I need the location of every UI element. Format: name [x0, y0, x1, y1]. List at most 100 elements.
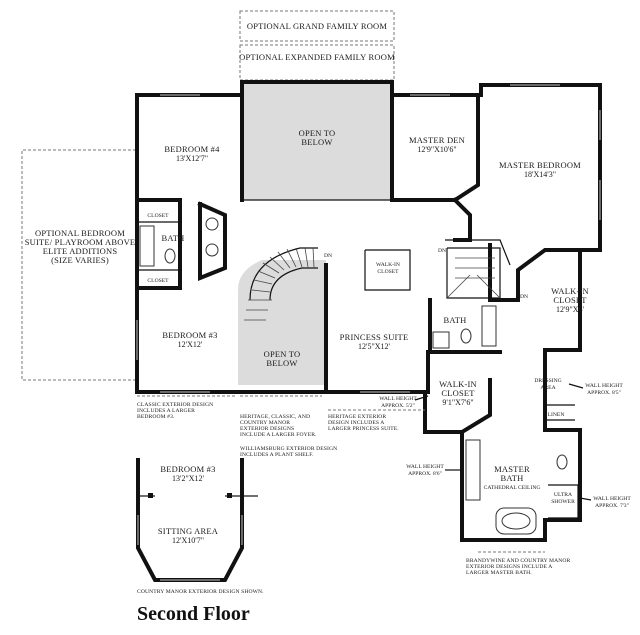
svg-text:ELITE ADDITIONS: ELITE ADDITIONS	[43, 246, 118, 256]
svg-text:AREA: AREA	[540, 385, 555, 391]
svg-text:INCLUDE A LARGER FOYER.: INCLUDE A LARGER FOYER.	[240, 432, 317, 438]
room-label-master-den: MASTER DEN 12'9"X10'6"	[409, 135, 465, 154]
svg-text:OPTIONAL EXPANDED FAMILY ROOM: OPTIONAL EXPANDED FAMILY ROOM	[239, 52, 395, 62]
room-label-walk-in-closet-master: WALK-IN CLOSET 12'9"X6'	[551, 286, 589, 314]
note-williamsburg: WILLIAMSBURG EXTERIOR DESIGN INCLUDES A …	[240, 446, 337, 458]
svg-text:OPTIONAL GRAND FAMILY ROOM: OPTIONAL GRAND FAMILY ROOM	[247, 21, 388, 31]
bath-fixtures	[139, 217, 568, 535]
svg-text:12'9"X10'6": 12'9"X10'6"	[417, 145, 456, 154]
svg-text:INCLUDES A PLANT SHELF.: INCLUDES A PLANT SHELF.	[240, 452, 314, 458]
svg-text:12'5"X12': 12'5"X12'	[358, 342, 390, 351]
svg-text:APPROX. 8'5": APPROX. 8'5"	[587, 390, 621, 396]
svg-text:MASTER DEN: MASTER DEN	[409, 135, 465, 145]
closet-label-top: CLOSET	[147, 213, 169, 219]
room-label-master-bath: MASTER BATH CATHEDRAL CEILING	[484, 464, 541, 491]
room-label-princess-suite: PRINCESS SUITE 12'5"X12'	[340, 332, 409, 351]
svg-text:12'X12': 12'X12'	[178, 340, 203, 349]
svg-text:WALL HEIGHT: WALL HEIGHT	[585, 383, 623, 389]
svg-text:WALL HEIGHT: WALL HEIGHT	[593, 496, 631, 502]
svg-text:SITTING AREA: SITTING AREA	[158, 526, 219, 536]
svg-text:(SIZE VARIES): (SIZE VARIES)	[51, 255, 109, 265]
dn-label-master-stair: DN	[438, 248, 446, 254]
svg-text:BEDROOM #3: BEDROOM #3	[162, 330, 217, 340]
svg-text:EXTERIOR DESIGNS: EXTERIOR DESIGNS	[240, 426, 294, 432]
svg-text:9'1"X7'6": 9'1"X7'6"	[442, 398, 473, 407]
room-label-master-bedroom: MASTER BEDROOM 18'X14'3"	[499, 160, 581, 179]
note-classic-exterior: CLASSIC EXTERIOR DESIGN INCLUDES A LARGE…	[137, 395, 236, 420]
svg-text:ULTRA: ULTRA	[554, 492, 572, 498]
svg-text:SHOWER: SHOWER	[551, 499, 575, 505]
svg-text:PRINCESS SUITE: PRINCESS SUITE	[340, 332, 409, 342]
windows	[136, 84, 601, 393]
room-label-walk-in-closet-small: WALK-IN CLOSET	[376, 262, 400, 275]
svg-text:BATH: BATH	[501, 473, 524, 483]
svg-text:BRANDYWINE AND COUNTRY MANOR: BRANDYWINE AND COUNTRY MANOR	[466, 558, 571, 564]
svg-text:BEDROOM #3.: BEDROOM #3.	[137, 414, 175, 420]
svg-text:13'2"X12': 13'2"X12'	[172, 474, 204, 483]
svg-text:WALK-IN: WALK-IN	[439, 379, 477, 389]
svg-text:BELOW: BELOW	[301, 137, 332, 147]
note-wall-height-85: WALL HEIGHT APPROX. 8'5"	[568, 383, 623, 396]
svg-text:BELOW: BELOW	[266, 358, 297, 368]
room-label-dressing-area: DRESSING AREA	[534, 378, 561, 391]
svg-text:LARGER PRINCESS SUITE.: LARGER PRINCESS SUITE.	[328, 426, 399, 432]
svg-text:COUNTRY MANOR: COUNTRY MANOR	[240, 420, 290, 426]
svg-text:HERITAGE EXTERIOR: HERITAGE EXTERIOR	[328, 414, 386, 420]
interior-walls	[135, 93, 582, 519]
svg-text:WILLIAMSBURG EXTERIOR DESIGN: WILLIAMSBURG EXTERIOR DESIGN	[240, 446, 337, 452]
svg-text:DRESSING: DRESSING	[534, 378, 561, 384]
svg-text:WALK-IN: WALK-IN	[376, 262, 400, 268]
inset-country-manor-plan: BEDROOM #3 13'2"X12' SITTING AREA 12'X10…	[136, 458, 258, 582]
room-label-ultra-shower: ULTRA SHOWER	[551, 492, 575, 505]
svg-text:CATHEDRAL CEILING: CATHEDRAL CEILING	[484, 485, 541, 491]
svg-text:BEDROOM #4: BEDROOM #4	[164, 144, 220, 154]
note-country-manor: COUNTRY MANOR EXTERIOR DESIGN SHOWN.	[137, 589, 264, 595]
svg-text:18'X14'3": 18'X14'3"	[524, 170, 556, 179]
svg-text:SUITE/ PLAYROOM ABOVE: SUITE/ PLAYROOM ABOVE	[25, 237, 136, 247]
svg-text:CLOSET: CLOSET	[441, 388, 475, 398]
note-brandywine: BRANDYWINE AND COUNTRY MANOR EXTERIOR DE…	[466, 551, 571, 576]
svg-text:APPROX. 5'2": APPROX. 5'2"	[381, 403, 415, 409]
svg-text:MASTER BEDROOM: MASTER BEDROOM	[499, 160, 581, 170]
optional-expanded-family-room: OPTIONAL EXPANDED FAMILY ROOM	[239, 44, 395, 81]
svg-text:OPTIONAL BEDROOM: OPTIONAL BEDROOM	[35, 228, 125, 238]
note-heritage-classic: HERITAGE, CLASSIC, AND COUNTRY MANOR EXT…	[240, 395, 322, 438]
svg-text:WALK-IN: WALK-IN	[551, 286, 589, 296]
room-label-bedroom-4: BEDROOM #4 13'X12'7"	[164, 144, 220, 163]
svg-text:APPROX. 8'6": APPROX. 8'6"	[408, 471, 442, 477]
note-wall-height-86: WALL HEIGHT APPROX. 8'6"	[406, 464, 460, 477]
bath-label-princess: BATH	[444, 315, 467, 325]
room-label-walk-in-closet-princess: WALK-IN CLOSET 9'1"X7'6"	[439, 379, 477, 407]
room-label-bedroom-3: BEDROOM #3 12'X12'	[162, 330, 217, 349]
master-stair	[446, 247, 501, 299]
open-to-below-upper-area	[244, 84, 390, 200]
svg-text:MASTER: MASTER	[494, 464, 530, 474]
svg-text:CLOSET: CLOSET	[377, 269, 399, 275]
svg-text:OPEN TO: OPEN TO	[264, 349, 301, 359]
closet-label-bottom: CLOSET	[147, 278, 169, 284]
dn-label-lower: DN	[520, 294, 528, 300]
svg-text:13'X12'7": 13'X12'7"	[176, 154, 208, 163]
dn-label-stair: DN	[324, 253, 332, 259]
note-wall-height-52: WALL HEIGHT APPROX. 5'2"	[379, 395, 429, 409]
svg-text:LARGER MASTER BATH.: LARGER MASTER BATH.	[466, 570, 532, 576]
note-heritage-exterior: HERITAGE EXTERIOR DESIGN INCLUDES A LARG…	[328, 409, 425, 432]
linen-label: LINEN	[548, 412, 565, 418]
svg-text:WALL HEIGHT: WALL HEIGHT	[406, 464, 444, 470]
room-label-open-to-below-top: OPEN TO BELOW	[299, 128, 336, 147]
note-wall-height-73: WALL HEIGHT APPROX. 7'3"	[579, 496, 631, 509]
svg-text:12'X10'7": 12'X10'7"	[172, 536, 204, 545]
svg-text:CLOSET: CLOSET	[553, 295, 587, 305]
svg-text:EXTERIOR DESIGNS INCLUDE A: EXTERIOR DESIGNS INCLUDE A	[466, 564, 552, 570]
optional-grand-family-room: OPTIONAL GRAND FAMILY ROOM	[239, 10, 395, 42]
bath-label-left: BATH	[162, 233, 185, 243]
svg-text:INCLUDES A LARGER: INCLUDES A LARGER	[137, 408, 195, 414]
curved-staircase	[244, 247, 318, 321]
page-title: Second Floor	[137, 603, 250, 625]
svg-text:BEDROOM #3: BEDROOM #3	[160, 464, 215, 474]
optional-bedroom-suite: OPTIONAL BEDROOM SUITE/ PLAYROOM ABOVE E…	[21, 149, 136, 381]
svg-text:OPEN TO: OPEN TO	[299, 128, 336, 138]
svg-text:DESIGN INCLUDES A: DESIGN INCLUDES A	[328, 420, 384, 426]
svg-text:WALL HEIGHT: WALL HEIGHT	[379, 396, 417, 402]
